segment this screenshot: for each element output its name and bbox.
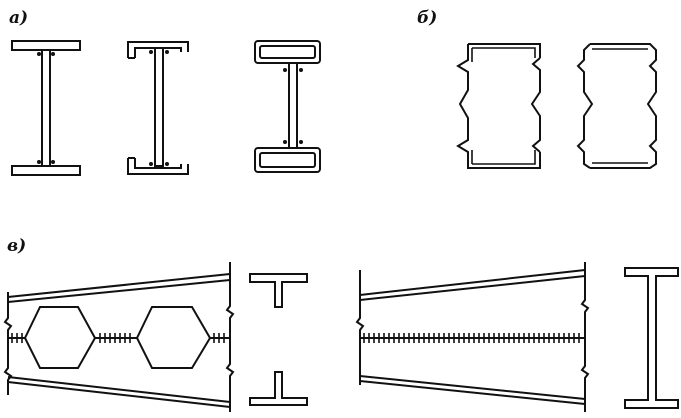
label-a: а) bbox=[9, 8, 29, 28]
i-beam-section-plain bbox=[11, 40, 81, 176]
weld-ticks bbox=[11, 333, 225, 343]
i-beam-section-box-flanges bbox=[254, 40, 321, 173]
tapered-welded-beam bbox=[355, 262, 590, 412]
t-section-bottom bbox=[249, 371, 308, 406]
hexagon-opening bbox=[23, 306, 97, 369]
label-b: б) bbox=[417, 8, 438, 28]
i-beam-section-right bbox=[624, 267, 679, 409]
box-section-1 bbox=[456, 43, 541, 169]
i-beam-section-lipped-flanges bbox=[127, 41, 189, 175]
t-section-top bbox=[249, 273, 308, 308]
weld-ticks bbox=[363, 333, 580, 343]
weld-tick bbox=[11, 333, 225, 343]
box-section-2 bbox=[576, 43, 657, 169]
hexagon-opening bbox=[135, 306, 212, 369]
weld-tick bbox=[363, 333, 580, 343]
label-v: в) bbox=[7, 236, 27, 256]
castellated-tapered-beam bbox=[3, 262, 235, 412]
